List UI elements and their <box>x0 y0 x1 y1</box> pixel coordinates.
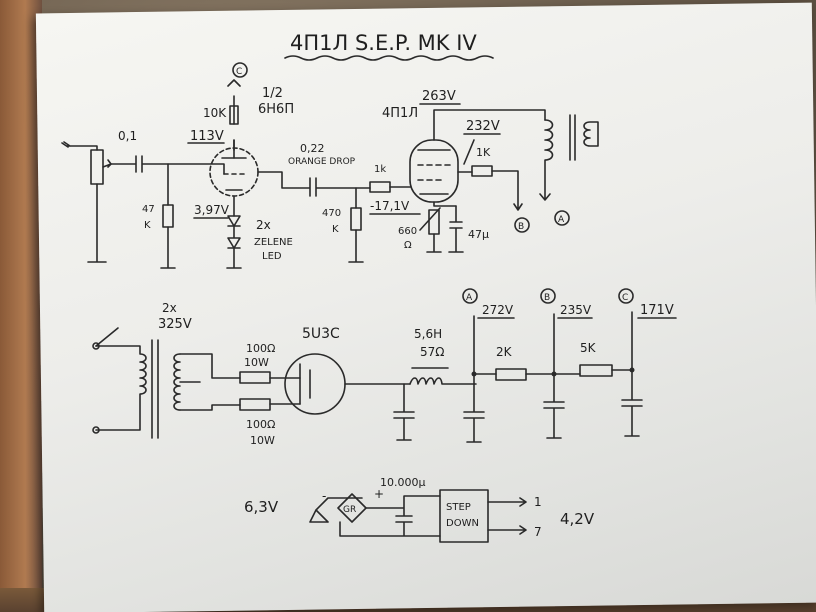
svg-text:LED: LED <box>262 251 282 262</box>
svg-text:1: 1 <box>534 495 542 509</box>
svg-text:+: + <box>374 487 384 501</box>
v2-screen-voltage: 232V <box>466 119 500 134</box>
node-a-marker-amp <box>554 210 570 226</box>
svg-text:5K: 5K <box>580 341 597 355</box>
rectifier-label: 5U3C <box>302 326 340 342</box>
psu-resistor-2 <box>239 398 271 411</box>
svg-text:B: B <box>544 293 550 303</box>
node-b-marker-amp <box>514 217 530 233</box>
node-a-voltage: 272V <box>482 303 514 317</box>
v1-cathode-voltage: 3,97V <box>194 203 230 217</box>
node-a-marker-psu <box>462 288 478 304</box>
svg-text:10W: 10W <box>244 356 269 369</box>
amplifier-section: 0,1 47 K C 10K 1/2 6H6П 113V 3,97V <box>61 62 599 269</box>
svg-text:Ω: Ω <box>404 240 412 251</box>
svg-text:7: 7 <box>534 525 542 539</box>
v2-grid-resistor <box>350 207 362 231</box>
svg-text:2x: 2x <box>256 218 271 232</box>
svg-text:1/2: 1/2 <box>262 86 283 101</box>
svg-text:B: B <box>518 222 524 232</box>
svg-text:DOWN: DOWN <box>446 518 479 529</box>
volume-pot <box>90 149 104 185</box>
input-cap-label: 0,1 <box>118 129 137 143</box>
svg-text:2K: 2K <box>496 345 513 359</box>
plate-res-label: 10K <box>203 106 227 120</box>
svg-text:1k: 1k <box>374 164 386 175</box>
svg-text:-: - <box>322 489 326 503</box>
node-b-marker-psu <box>540 288 556 304</box>
coupling-cap-label: 0,22 <box>300 142 325 155</box>
filter-cap-label: 10.000μ <box>380 476 426 489</box>
grid-stopper <box>369 181 391 193</box>
node-b-voltage: 235V <box>560 303 592 317</box>
grid-resistor <box>162 204 174 228</box>
transformer-count: 2x <box>162 301 177 315</box>
svg-text:1K: 1K <box>476 146 491 159</box>
svg-text:470: 470 <box>322 208 341 219</box>
svg-text:C: C <box>622 293 628 303</box>
power-supply-section: 2x 325V 100Ω 10W 100Ω 10W 5U3C 5,6H 57Ω … <box>92 288 677 447</box>
bridge-rectifier <box>337 493 367 523</box>
psu-resistor-1 <box>239 371 271 384</box>
svg-text:K: K <box>332 224 339 235</box>
svg-text:57Ω: 57Ω <box>420 345 444 359</box>
heater-output-voltage: 4,2V <box>560 510 595 528</box>
choke-inductance: 5,6H <box>414 327 442 341</box>
screen-resistor <box>471 165 493 177</box>
svg-text:K: K <box>144 220 151 231</box>
transformer-voltage: 325V <box>158 317 192 332</box>
svg-text:47μ: 47μ <box>468 228 489 241</box>
svg-text:C: C <box>236 67 242 77</box>
heater-input-voltage: 6,3V <box>244 498 279 516</box>
v2-cathode-voltage: -17,1V <box>370 199 410 213</box>
svg-text:100Ω: 100Ω <box>246 418 275 431</box>
grid-res-label: 47 <box>142 204 155 215</box>
title-underline <box>284 55 494 61</box>
svg-text:GR: GR <box>343 505 356 515</box>
svg-text:A: A <box>558 215 565 225</box>
wood-edge-left <box>0 0 42 612</box>
node-c-marker-amp <box>232 62 248 78</box>
v1-tube-type: 6H6П <box>258 102 294 117</box>
plate-resistor-10k <box>229 105 239 125</box>
v2-plate-voltage: 263V <box>422 89 456 104</box>
psu-resistor-5k <box>579 364 613 377</box>
v2-tube-type: 4П1Л <box>382 106 418 121</box>
led-label: ZELENE <box>254 237 293 248</box>
svg-text:100Ω: 100Ω <box>246 342 275 355</box>
v1-plate-voltage: 113V <box>190 129 224 144</box>
psu-resistor-2k <box>495 368 527 381</box>
svg-text:ORANGE DROP: ORANGE DROP <box>288 157 356 167</box>
svg-text:10W: 10W <box>250 434 275 447</box>
step-down-regulator <box>439 489 489 543</box>
svg-text:STEP: STEP <box>446 502 471 513</box>
svg-text:660: 660 <box>398 226 417 237</box>
node-c-marker-psu <box>618 288 634 304</box>
heater-supply-section: 6,3V GR - + 10.000μ STEP DOWN 1 7 4,2V <box>244 476 595 543</box>
svg-text:A: A <box>466 293 473 303</box>
schematic-title: 4П1Л S.E.P. MK IV <box>290 31 477 55</box>
rectifier-tube <box>284 353 346 415</box>
node-c-voltage: 171V <box>640 303 674 318</box>
